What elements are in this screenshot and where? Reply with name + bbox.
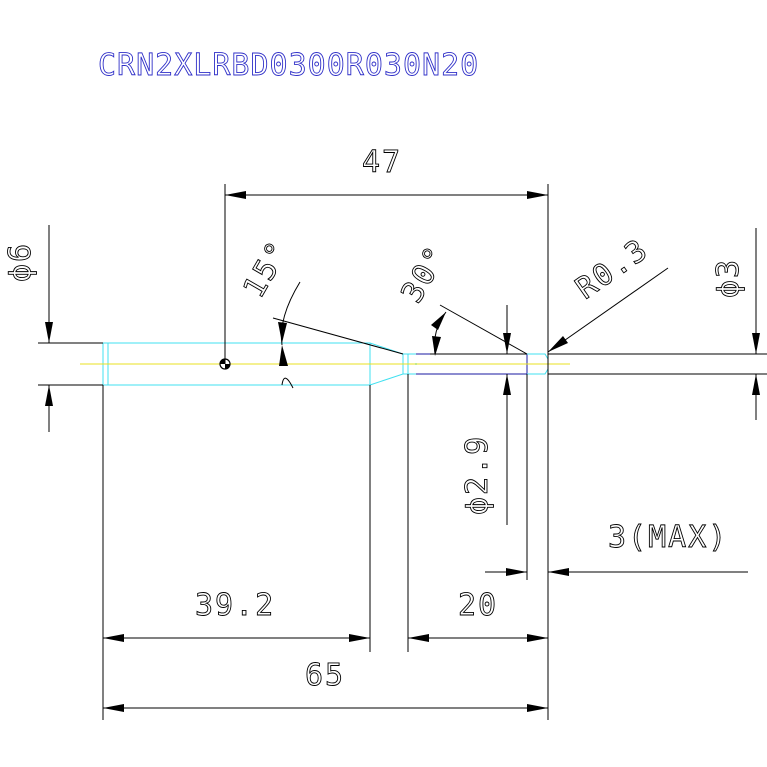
dimension-r0-3: R0.3 bbox=[547, 231, 669, 353]
dimension-phi3: ϕ3 bbox=[711, 228, 760, 420]
angle-15-deg: 15° bbox=[236, 234, 404, 389]
svg-text:39.2: 39.2 bbox=[195, 588, 275, 623]
extension-lines bbox=[38, 184, 767, 720]
svg-text:3(MAX): 3(MAX) bbox=[608, 520, 728, 555]
svg-text:20: 20 bbox=[458, 588, 498, 623]
dimension-47: 47 bbox=[225, 145, 548, 199]
dimension-20: 20 bbox=[408, 588, 548, 642]
svg-text:ϕ2.9: ϕ2.9 bbox=[460, 435, 495, 515]
dimension-3-max: 3(MAX) bbox=[485, 520, 748, 576]
svg-text:47: 47 bbox=[362, 145, 402, 180]
part-number-title: CRN2XLRBD0300R030N20 bbox=[98, 48, 479, 83]
dimension-phi2-9: ϕ2.9 bbox=[460, 305, 511, 525]
svg-text:ϕ6: ϕ6 bbox=[3, 242, 38, 282]
svg-text:ϕ3: ϕ3 bbox=[711, 258, 746, 298]
svg-text:R0.3: R0.3 bbox=[570, 232, 656, 307]
svg-text:15°: 15° bbox=[237, 234, 297, 304]
tool-outline bbox=[80, 342, 570, 386]
svg-text:65: 65 bbox=[305, 658, 345, 693]
dimension-39-2: 39.2 bbox=[103, 588, 370, 642]
svg-text:30°: 30° bbox=[395, 239, 455, 309]
dimension-65: 65 bbox=[103, 658, 548, 712]
dimension-phi6: ϕ6 bbox=[3, 225, 53, 432]
